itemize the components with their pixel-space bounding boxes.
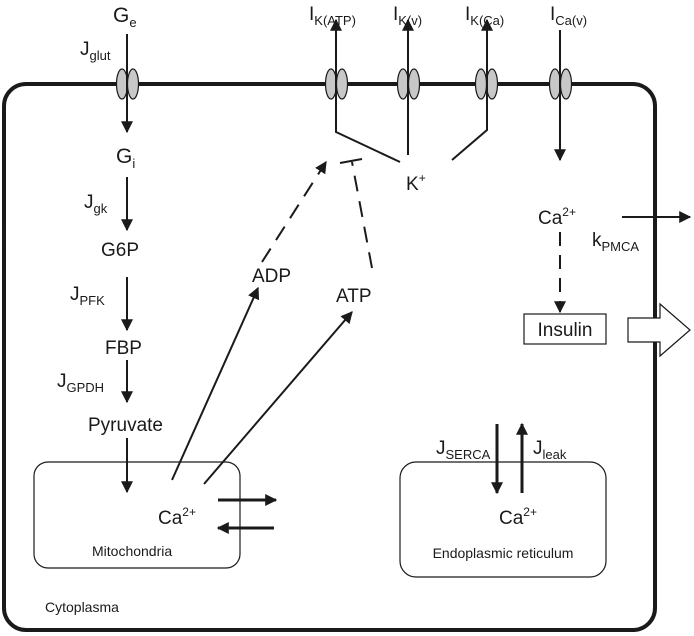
leak-label: Jleak xyxy=(533,438,567,462)
current-kca-label: IK(Ca) xyxy=(465,4,504,28)
insulin-box xyxy=(523,313,607,345)
insulin-label: Insulin xyxy=(538,320,593,341)
mitochondria-box xyxy=(33,461,241,569)
atp-inhibition-bar xyxy=(339,158,363,164)
current-cav-label: ICa(v) xyxy=(550,4,587,28)
glucose-ext-label: Ge xyxy=(113,4,137,30)
cytoplasm-label: Cytoplasma xyxy=(45,599,119,615)
er-box xyxy=(399,461,607,578)
current-katp-label: IK(ATP) xyxy=(309,4,356,28)
er-calcium-label: Ca2+ xyxy=(499,505,537,529)
atp-label: ATP xyxy=(336,286,372,307)
glut-flux-label: Jglut xyxy=(80,39,111,63)
gk-flux-label: Jgk xyxy=(84,192,108,216)
katp-k-connector xyxy=(335,96,401,163)
gpdh-flux-label: JGPDH xyxy=(57,371,104,395)
atp-katp-inhibition xyxy=(351,161,373,269)
insulin-secretion-arrow xyxy=(627,302,691,358)
fbp-label: FBP xyxy=(105,338,142,359)
serca-label: JSERCA xyxy=(436,438,491,462)
mito-calcium-label: Ca2+ xyxy=(158,505,196,529)
pfk-flux-label: JPFK xyxy=(70,284,105,308)
er-label: Endoplasmic reticulum xyxy=(433,545,574,561)
glucose-int-label: Gi xyxy=(116,145,135,171)
kca-k-connector xyxy=(451,96,488,161)
katp-channel xyxy=(324,68,349,100)
adp-label: ADP xyxy=(252,266,291,287)
mito-atp-arrow xyxy=(203,311,353,485)
potassium-label: K+ xyxy=(406,171,426,195)
mito-adp-arrow xyxy=(171,286,260,481)
pyruvate-label: Pyruvate xyxy=(88,415,163,436)
pmca-label: kPMCA xyxy=(592,230,639,254)
kca-channel xyxy=(474,68,499,100)
g6p-label: G6P xyxy=(101,240,139,261)
current-kv-label: IK(v) xyxy=(393,4,422,28)
calcium-cytosol-label: Ca2+ xyxy=(538,205,576,229)
mitochondria-label: Mitochondria xyxy=(92,543,172,559)
adp-katp-activation xyxy=(261,160,327,263)
